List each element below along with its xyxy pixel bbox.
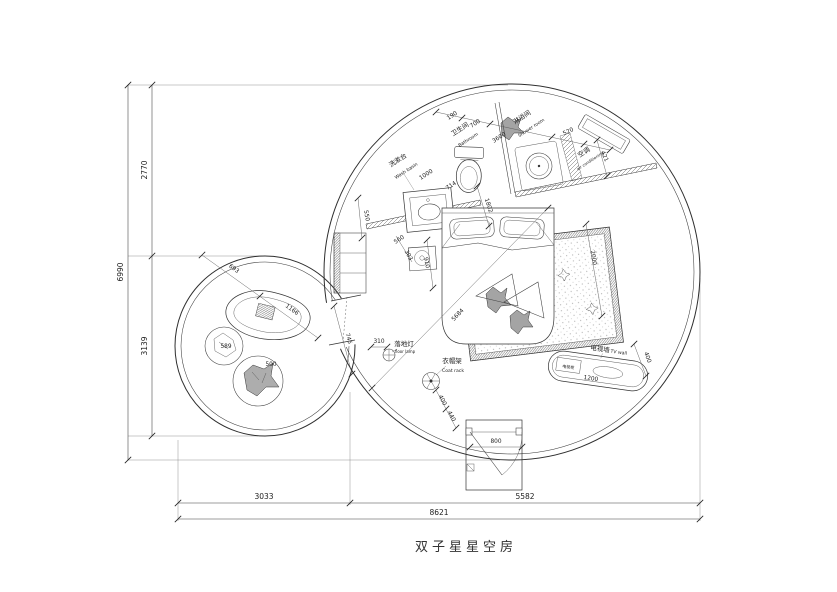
interior-dimension-lines (198, 108, 650, 432)
dim-bottom-5582: 5582 (515, 492, 534, 501)
dim-714: 714 (445, 180, 458, 191)
pillow-left (449, 216, 495, 240)
bathroom-label-cn: 卫生间 (449, 120, 470, 138)
dim-550: 550 (362, 210, 370, 222)
shower-tray (514, 140, 564, 192)
dim-1802: 1802 (483, 198, 493, 214)
dim-left-6990: 6990 (116, 262, 125, 281)
rug-star-1 (557, 268, 571, 282)
drawing-title: 双子星星空房 (415, 539, 517, 555)
tv-wall: 电视柜 1200 电视墙 TV wall (547, 343, 649, 392)
dim-bottom-3033: 3033 (254, 492, 273, 501)
dim-745: 745 (344, 333, 353, 346)
rug-star-2 (585, 302, 599, 316)
basin-tap (426, 198, 430, 202)
dim-589: 589 (220, 344, 231, 350)
dim-left-2770: 2770 (140, 160, 149, 179)
main-room: 电视柜 1200 电视墙 TV wall (319, 83, 701, 491)
bed (441, 207, 555, 345)
small-room (174, 255, 356, 437)
main-room-inner-wall (329, 89, 695, 455)
dim-left-3139: 3139 (140, 336, 149, 355)
quilt-fold-2 (503, 281, 545, 319)
washbasin-label-cn: 洗漱台 (387, 151, 408, 169)
bathroom-label-en: Bathroom (457, 131, 480, 149)
dim-tv-400: 400 (642, 351, 652, 364)
pillow-right (499, 216, 545, 240)
floorlamp-label-cn: 落地灯 (394, 339, 414, 348)
shower-partition (494, 101, 516, 195)
dim-tv-1200: 1200 (583, 375, 599, 383)
dim-1000: 1000 (419, 168, 435, 181)
dim-coat-440: 440 (446, 410, 457, 423)
dimension-lines (124, 81, 704, 523)
hot-tub (225, 290, 311, 340)
dim-910: 910 (422, 257, 430, 269)
dim-310: 310 (373, 339, 384, 345)
floor-lamp (382, 348, 398, 362)
shower-wall-hatch (559, 132, 583, 182)
tv-cabinet-label: 电视柜 (562, 363, 575, 371)
tv-wall-label-en: TV wall (609, 348, 627, 356)
floorlamp-label-en: floor lamp (395, 349, 416, 354)
main-room-outer-wall (323, 83, 701, 461)
nightstand (407, 245, 438, 272)
dim-bottom-8621: 8621 (429, 508, 448, 517)
door-jamb-left (465, 427, 473, 436)
small-room-outer-wall (174, 255, 356, 437)
dim-693: 693 (227, 264, 240, 276)
dim-2000: 2000 (589, 250, 598, 266)
dim-303: 303 (403, 249, 414, 262)
dim-560: 560 (393, 234, 406, 245)
dim-190: 190 (446, 110, 459, 121)
aircon-label-cn: 空调 (576, 145, 592, 160)
coat-rack (422, 365, 447, 390)
tub-control-panel (255, 302, 276, 321)
bean-bag (232, 355, 284, 407)
door-swing-arc (501, 431, 523, 476)
tv-cabinet (555, 356, 582, 374)
coatrack-label-en: Coat rack (442, 368, 464, 374)
tv-wall-label-cn: 电视墙 (590, 343, 611, 355)
door-stop (466, 463, 475, 472)
toilet (454, 146, 485, 193)
stool (204, 326, 244, 366)
door-leaf (469, 431, 503, 476)
throw-pillow-1 (485, 286, 512, 314)
dim-coat-400: 400 (437, 394, 448, 407)
throw-pillow-2 (509, 309, 534, 335)
tv-screen (592, 366, 624, 379)
air-conditioner (577, 114, 631, 154)
dim-421: 421 (599, 150, 609, 163)
wall-alcove (333, 232, 367, 294)
dim-500: 500 (265, 362, 276, 368)
entry-door (465, 419, 526, 491)
dim-700: 700 (469, 118, 482, 129)
door-jamb-right (515, 427, 523, 436)
shower-label-cn: 淋浴间 (511, 108, 532, 126)
coatrack-label-cn: 衣帽架 (442, 356, 462, 365)
dim-520: 520 (562, 127, 575, 137)
dim-door-800: 800 (490, 439, 501, 445)
